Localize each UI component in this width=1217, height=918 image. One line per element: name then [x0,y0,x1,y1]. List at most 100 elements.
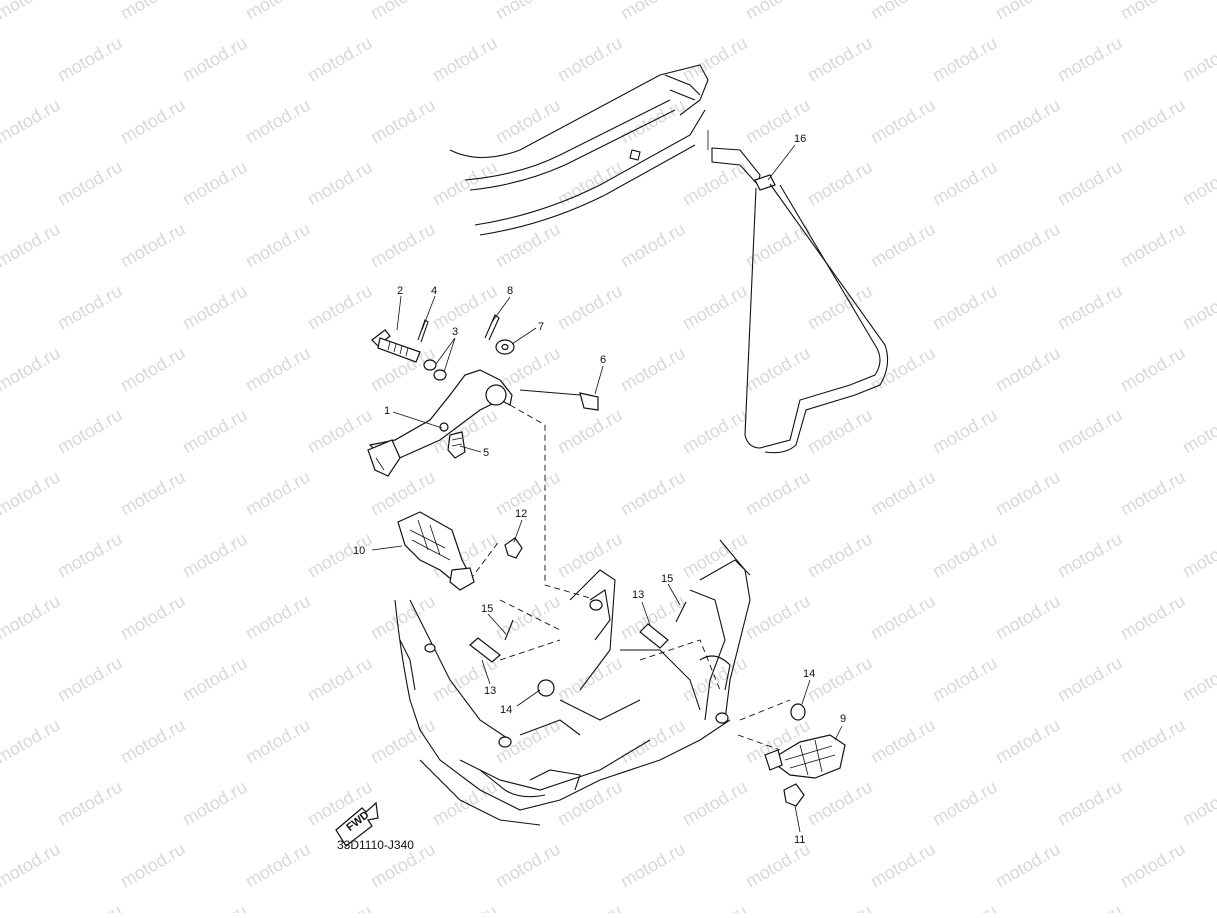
watermark-text: motod.ru [867,467,939,520]
watermark-text: motod.ru [304,901,376,913]
watermark-text: motod.ru [304,653,376,706]
watermark-text: motod.ru [554,653,626,706]
watermark-text: motod.ru [679,33,751,86]
leader-lines [371,144,843,833]
watermark-text: motod.ru [617,219,689,272]
watermark-text: motod.ru [0,95,64,148]
watermark-text: motod.ru [304,157,376,210]
watermark-text: motod.ru [492,591,564,644]
watermark-text: motod.ru [992,467,1064,520]
watermark-text: motod.ru [0,33,1,86]
cotter-pin [504,619,514,641]
watermark-text: motod.ru [117,591,189,644]
callout-2: 2 [397,285,403,297]
watermark-text: motod.ru [1179,777,1217,830]
watermark-text: motod.ru [1054,281,1126,334]
watermark-text: motod.ru [992,0,1064,23]
watermark-text: motod.ru [679,529,751,582]
watermark-text: motod.ru [242,343,314,396]
callout-7: 7 [538,321,544,333]
watermark-text: motod.ru [1179,281,1217,334]
watermark-text: motod.ru [179,405,251,458]
callout-16: 16 [794,133,806,145]
callout-9: 9 [840,713,846,725]
watermark-text: motod.ru [492,219,564,272]
watermark-text: motod.ru [617,343,689,396]
watermark-text: motod.ru [554,281,626,334]
watermark-text: motod.ru [867,839,939,892]
watermark-text: motod.ru [0,281,1,334]
watermark-text: motod.ru [0,0,64,23]
watermark-text: motod.ru [617,467,689,520]
spring-clip [504,537,523,559]
washer [495,339,515,355]
watermark-text: motod.ru [1179,529,1217,582]
footpeg-left [397,511,475,591]
watermark-text: motod.ru [554,529,626,582]
watermark-text: motod.ru [804,901,876,913]
watermark-text: motod.ru [742,0,814,23]
watermark-text: motod.ru [0,467,64,520]
watermark-text: motod.ru [367,0,439,23]
watermark-text: motod.ru [117,343,189,396]
callout-labels: 1 2 3 4 5 6 7 8 9 10 11 12 13 13 14 14 1… [353,133,846,846]
watermark-text: motod.ru [992,591,1064,644]
watermark-text: motod.ru [242,467,314,520]
watermark-text: motod.ru [617,839,689,892]
watermark-text: motod.ru [54,33,126,86]
watermark-text: motod.ru [1117,343,1189,396]
watermark-text: motod.ru [742,591,814,644]
watermark-text: motod.ru [554,405,626,458]
watermark-text: motod.ru [0,157,1,210]
footpeg-pin [469,623,669,663]
watermark-text: motod.ru [929,777,1001,830]
watermark-text: motod.ru [179,777,251,830]
watermark-text: motod.ru [679,405,751,458]
watermark-text: motod.ru [1117,591,1189,644]
watermark-text: motod.ru [1054,777,1126,830]
callout-13: 13 [484,685,496,697]
callout-5: 5 [483,447,489,459]
watermark-text: motod.ru [929,901,1001,913]
watermark-text: motod.ru [1179,653,1217,706]
watermark-text: motod.ru [804,405,876,458]
o-ring [423,359,447,381]
watermark-text: motod.ru [0,653,1,706]
watermark-text: motod.ru [242,0,314,23]
watermark-text: motod.ru [1179,157,1217,210]
watermark-text: motod.ru [1054,33,1126,86]
watermark-text: motod.ru [367,467,439,520]
watermark-text: motod.ru [0,839,64,892]
watermark-text: motod.ru [992,715,1064,768]
side-stand [707,130,889,454]
cotter-pin [417,319,429,343]
watermark-text: motod.ru [0,777,1,830]
watermark-text: motod.ru [54,777,126,830]
watermark-text: motod.ru [54,901,126,913]
watermark-text: motod.ru [242,591,314,644]
watermark-text: motod.ru [0,715,64,768]
watermark-text: motod.ru [929,33,1001,86]
callout-10: 10 [353,545,365,557]
callout-14: 14 [500,704,512,716]
callout-15: 15 [481,603,493,615]
watermark-text: motod.ru [54,653,126,706]
watermark-text: motod.ru [1117,715,1189,768]
watermark-text: motod.ru [1054,901,1126,913]
watermark-text: motod.ru [1117,467,1189,520]
watermark-text: motod.ru [1054,405,1126,458]
watermark-text: motod.ru [429,281,501,334]
watermark-text: motod.ru [54,405,126,458]
callout-15: 15 [661,573,673,585]
watermark-text: motod.ru [804,157,876,210]
watermark-text: motod.ru [992,343,1064,396]
watermark-text: motod.ru [1054,157,1126,210]
damper [537,679,555,697]
watermark-text: motod.ru [867,219,939,272]
watermark-text: motod.ru [179,901,251,913]
pivot-bolt [371,329,421,363]
watermark-text: motod.ru [242,839,314,892]
watermark-text: motod.ru [929,653,1001,706]
diagram-code: 33D1110-J340 [337,838,414,852]
